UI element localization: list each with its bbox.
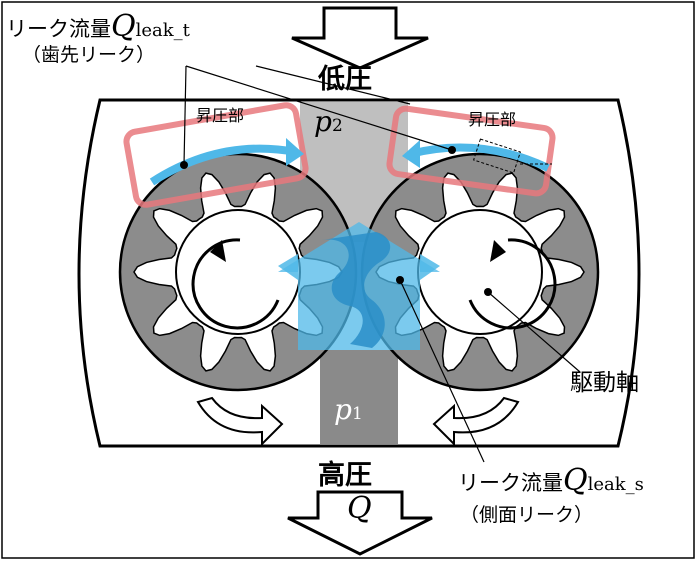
leader-shaft	[487, 291, 581, 373]
p1-subscript: 1	[351, 404, 363, 424]
leader-tip-3	[255, 65, 411, 105]
leak-side-subscript: leak_s	[587, 474, 644, 495]
leader-dot-2	[448, 146, 456, 154]
curved-arrow-right	[432, 396, 520, 447]
boost-flow-left	[149, 144, 297, 186]
leader-tip-2	[185, 65, 453, 151]
left-gear	[118, 152, 358, 392]
leak-tip-note: （歯先リーク）	[22, 44, 156, 66]
leak-tip-label: リーク流量Qleak_t	[6, 12, 190, 42]
boost-label-left: 昇圧部	[196, 106, 245, 125]
shaft-dot	[484, 288, 492, 296]
leak-side-label: リーク流量Qleak_s	[458, 466, 644, 496]
p1-symbol: p	[334, 393, 352, 426]
side-dot	[396, 276, 404, 284]
high-pressure-label: 高圧	[318, 460, 372, 491]
low-pressure-label: 低圧	[318, 64, 372, 95]
leader-dot-1	[180, 161, 188, 169]
high-pressure-channel	[320, 350, 398, 444]
boost-label-right: 昇圧部	[468, 110, 517, 129]
p2-subscript: 2	[331, 116, 343, 136]
rotation-arrowhead-right	[490, 240, 506, 262]
boost-flow-right-head	[402, 140, 420, 168]
boost-box-right	[386, 105, 556, 197]
boost-flow-right	[409, 143, 550, 172]
mesh-arrow-left	[278, 254, 298, 280]
leak-side-symbol: Q	[563, 463, 588, 498]
p2-symbol: p	[314, 105, 332, 138]
leak-tip-prefix: リーク流量	[6, 17, 111, 41]
flow-label: Q	[347, 491, 372, 526]
leak-side-note: （側面リーク）	[460, 504, 594, 526]
mesh-teeth	[322, 232, 391, 348]
boost-box-left	[123, 102, 309, 208]
rotation-arrowhead-left	[210, 240, 226, 262]
leak-tip-symbol: Q	[111, 9, 136, 44]
rotation-arrow-left	[191, 238, 280, 330]
boost-flow-left-head	[286, 138, 304, 166]
mesh-arrow-right	[420, 254, 440, 280]
leak-tip-subscript: leak_t	[135, 20, 190, 41]
leak-side-prefix: リーク流量	[458, 471, 563, 495]
leader-tip-1	[183, 65, 187, 166]
rotation-arrow-right	[468, 238, 557, 330]
tip-detail-box	[472, 138, 522, 174]
inlet-arrow	[291, 6, 429, 70]
curved-arrow-left	[196, 396, 284, 447]
p1-label: p1	[334, 396, 363, 424]
mesh-flow-zone	[278, 222, 440, 350]
drive-shaft-label: 駆動軸	[570, 370, 639, 396]
leader-side	[399, 279, 485, 463]
p2-label: p2	[314, 108, 343, 136]
outlet-arrow	[287, 490, 433, 556]
